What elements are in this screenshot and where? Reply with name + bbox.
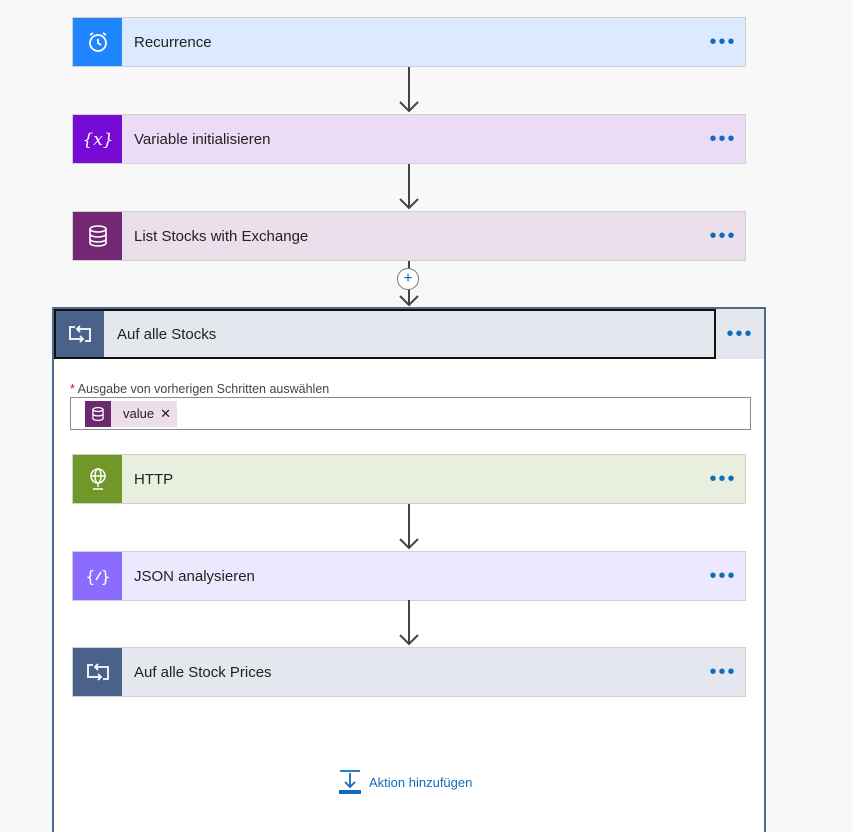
dynamic-content-token[interactable]: value ✕ [85,400,177,427]
connector-arrow [399,504,419,550]
database-icon [73,212,122,260]
step-title: List Stocks with Exchange [134,227,309,245]
step-variable-initialisieren[interactable]: {x} Variable initialisieren ••• [72,114,746,164]
step-json-analysieren[interactable]: { } JSON analysieren ••• [72,551,746,601]
database-icon [85,400,111,427]
loop-icon [73,648,122,696]
step-title: Variable initialisieren [134,130,271,148]
more-options-button[interactable]: ••• [709,127,737,150]
remove-token-button[interactable]: ✕ [160,405,171,421]
more-options-button[interactable]: ••• [709,30,737,53]
connector-arrow [399,600,419,646]
field-label-text: Ausgabe von vorherigen Schritten auswähl… [77,382,330,396]
token-label: value [123,406,155,421]
add-action-label: Aktion hinzufügen [369,774,473,790]
more-options-button[interactable]: ••• [709,224,737,247]
required-mark: * [70,382,75,396]
scope-header[interactable]: Auf alle Stocks [54,309,716,359]
more-options-button[interactable]: ••• [709,660,737,683]
more-options-button[interactable]: ••• [716,309,764,359]
globe-icon [73,455,122,503]
step-recurrence[interactable]: Recurrence ••• [72,17,746,67]
alarm-clock-icon [73,18,122,66]
loop-icon [56,311,104,357]
json-icon: { } [73,552,122,600]
step-title: JSON analysieren [134,567,255,585]
svg-text:{x}: {x} [83,130,113,150]
add-action-icon [339,770,361,794]
step-title: Recurrence [134,33,212,51]
step-title: Auf alle Stock Prices [134,663,272,681]
step-list-stocks[interactable]: List Stocks with Exchange ••• [72,211,746,261]
scope-title: Auf alle Stocks [117,325,217,343]
field-label: * Ausgabe von vorherigen Schritten auswä… [70,382,329,396]
more-options-button[interactable]: ••• [709,564,737,587]
step-title: HTTP [134,470,174,488]
step-http[interactable]: HTTP ••• [72,454,746,504]
more-options-button[interactable]: ••• [709,467,737,490]
previous-output-input[interactable]: value ✕ [70,397,751,430]
connector-arrow [399,164,419,210]
variable-icon: {x} [73,115,122,163]
connector-arrow [399,67,419,113]
add-action-button[interactable]: Aktion hinzufügen [338,769,472,795]
insert-step-button[interactable]: + [397,268,419,290]
step-auf-alle-stock-prices[interactable]: Auf alle Stock Prices ••• [72,647,746,697]
